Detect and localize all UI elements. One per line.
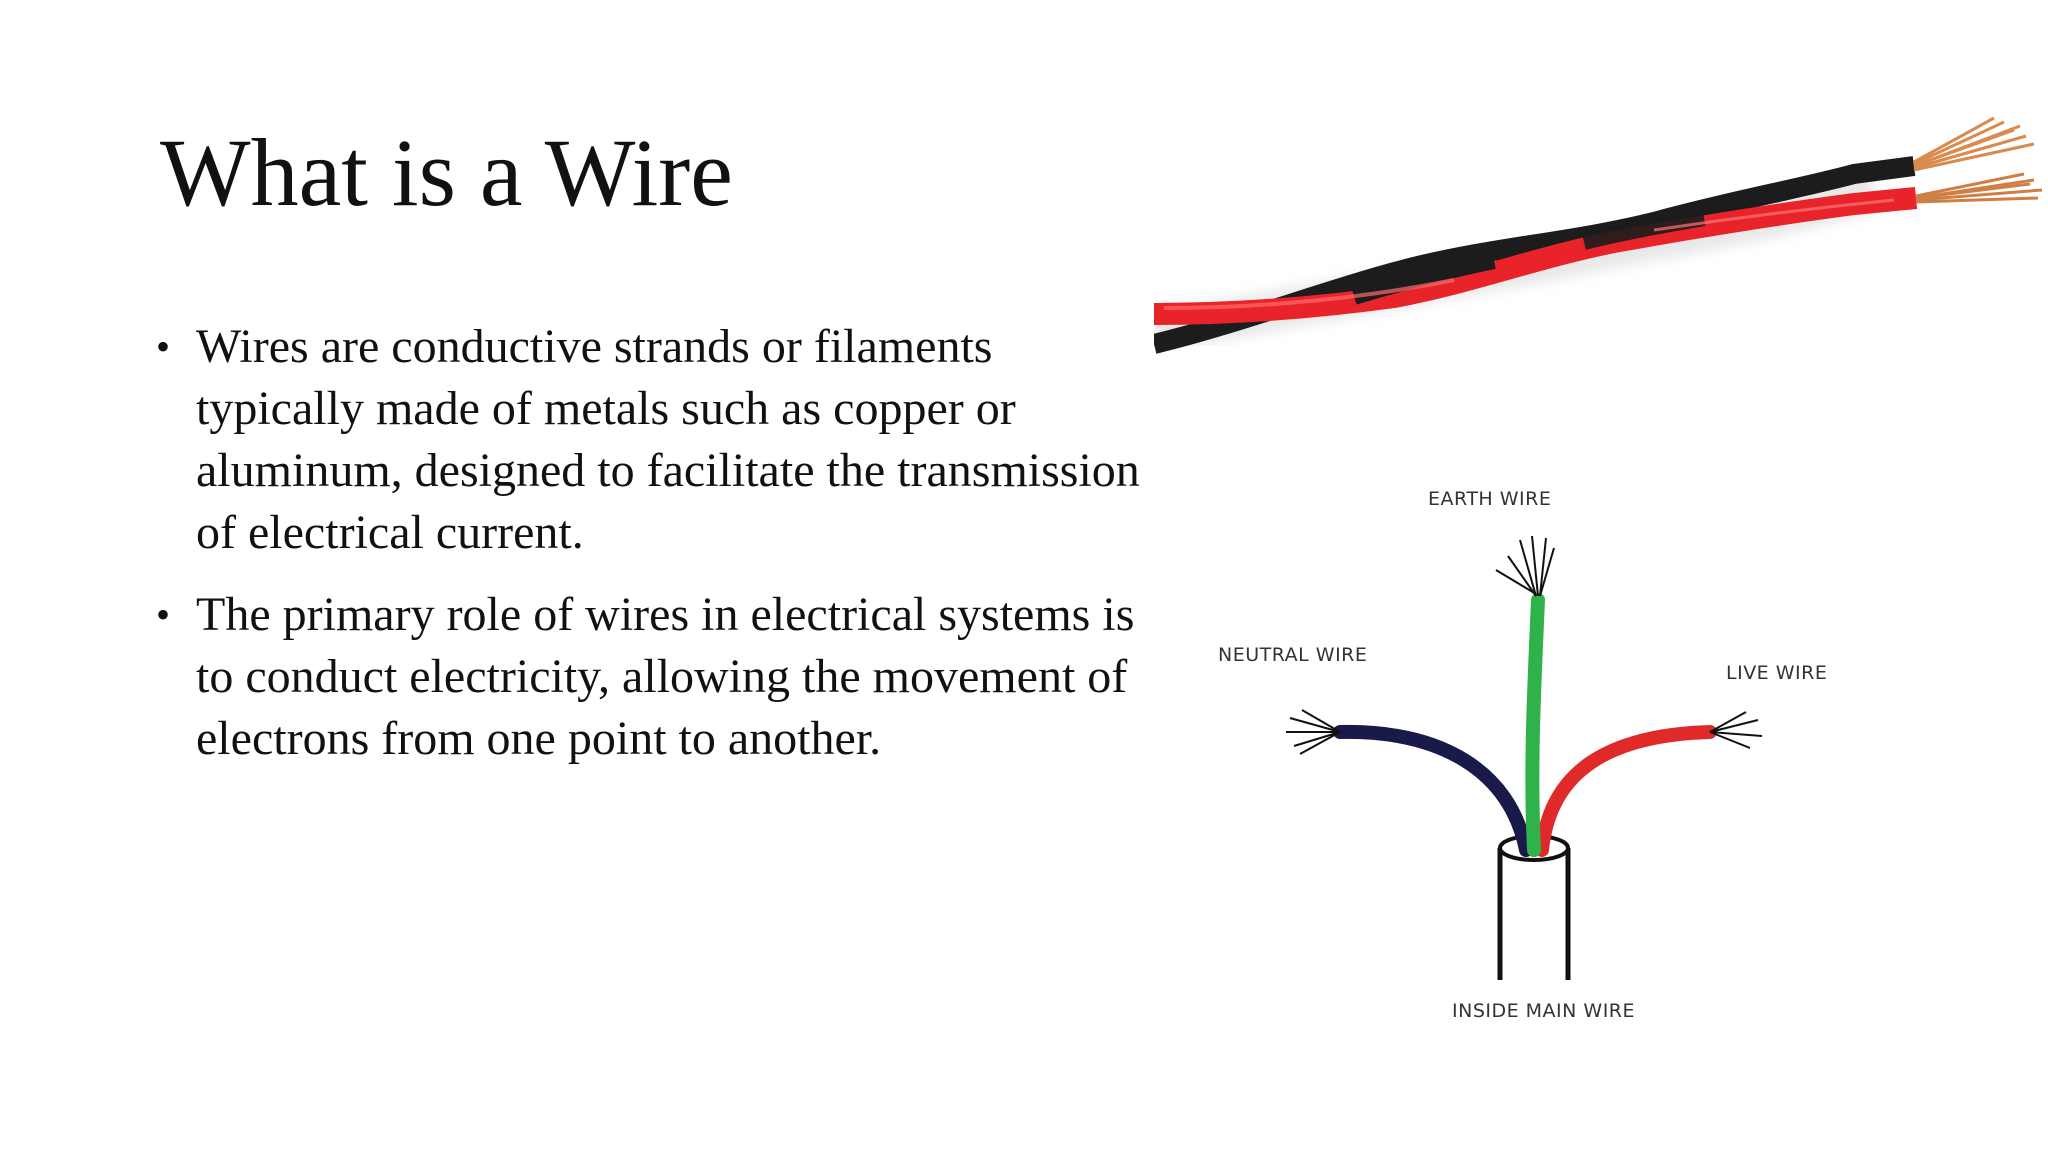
bullet-item: • The primary role of wires in electrica… bbox=[156, 584, 1146, 770]
wire-diagram-drawing bbox=[1286, 535, 1763, 980]
earth-wire-label: EARTH WIRE bbox=[1428, 488, 1552, 510]
twisted-red-black-wire-icon bbox=[1154, 116, 2043, 354]
earth-wire bbox=[1525, 593, 1545, 857]
bullet-list: • Wires are conductive strands or filame… bbox=[156, 316, 1146, 790]
earth-strands bbox=[1495, 535, 1555, 597]
bullet-text: The primary role of wires in electrical … bbox=[196, 588, 1135, 765]
bullet-marker: • bbox=[156, 592, 171, 637]
bullet-item: • Wires are conductive strands or filame… bbox=[156, 316, 1146, 564]
main-wire-label: INSIDE MAIN WIRE bbox=[1452, 1000, 1635, 1022]
bullet-text: Wires are conductive strands or filament… bbox=[196, 320, 1140, 559]
neutral-strands bbox=[1286, 709, 1341, 755]
neutral-wire bbox=[1333, 724, 1533, 857]
main-wire-sheath bbox=[1497, 834, 1571, 980]
wire-diagram: EARTH WIRE NEUTRAL WIRE LIVE WIRE INSIDE… bbox=[1190, 470, 1890, 1050]
neutral-wire-label: NEUTRAL WIRE bbox=[1218, 644, 1368, 666]
live-wire bbox=[1535, 725, 1717, 857]
bullet-marker: • bbox=[156, 324, 171, 369]
live-wire-label: LIVE WIRE bbox=[1726, 662, 1828, 684]
slide-title: What is a Wire bbox=[160, 119, 733, 226]
live-strands bbox=[1709, 711, 1763, 749]
